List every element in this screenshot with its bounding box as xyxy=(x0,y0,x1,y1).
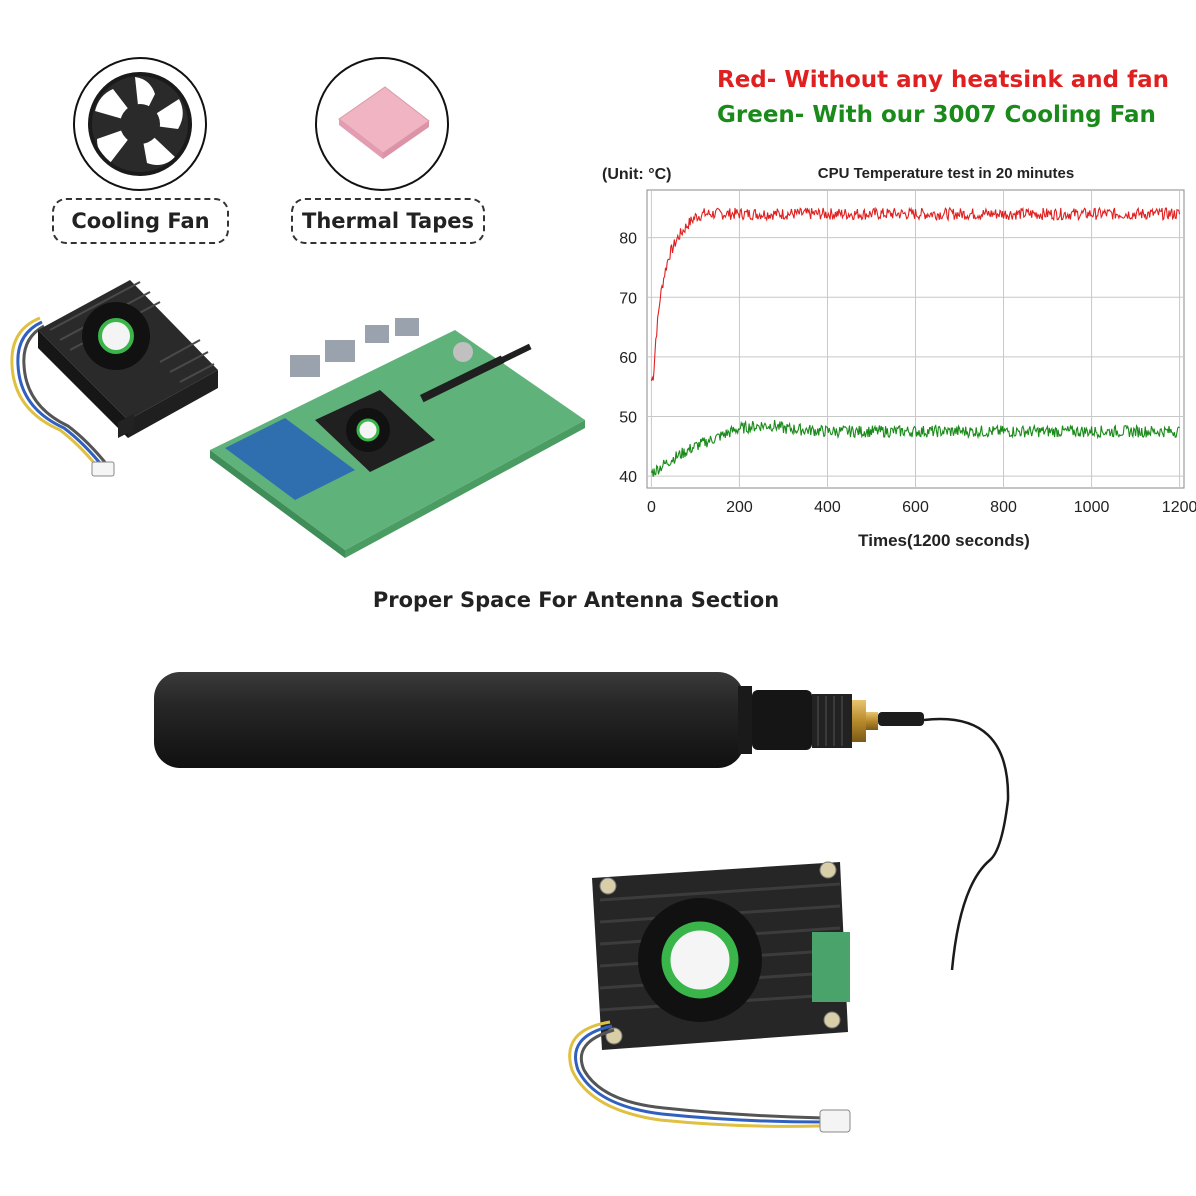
y-tick-label: 50 xyxy=(619,409,637,426)
sma-connector xyxy=(852,700,866,742)
legend-green: Green- With our 3007 Cooling Fan xyxy=(717,102,1156,128)
heatsink-with-fan-illustration xyxy=(10,280,218,477)
series-line-green xyxy=(650,419,1180,477)
series-layer xyxy=(650,206,1181,477)
grid-layer xyxy=(647,190,1184,488)
y-tick-label: 80 xyxy=(619,231,637,248)
cooling-fan-label: Cooling Fan xyxy=(52,198,229,244)
x-tick-label: 400 xyxy=(814,499,841,516)
x-tick-label: 200 xyxy=(726,499,753,516)
fan-icon xyxy=(88,72,192,176)
cooling-fan-circle xyxy=(73,57,207,191)
chart-x-axis-label: Times(1200 seconds) xyxy=(858,531,1030,550)
tick-layer: 0 200 400 600 800 1000 1200 40 50 60 70 80 xyxy=(619,231,1196,516)
thermal-tape-icon xyxy=(338,86,430,159)
antenna-section-title: Proper Space For Antenna Section xyxy=(372,588,780,612)
y-tick-label: 40 xyxy=(619,469,637,486)
y-tick-label: 60 xyxy=(619,350,637,367)
legend-red: Red- Without any heatsink and fan xyxy=(717,67,1170,93)
series-line-red xyxy=(650,206,1181,381)
chart-title: CPU Temperature test in 20 minutes xyxy=(818,165,1074,182)
antenna-and-case-illustration xyxy=(154,672,1010,1133)
antenna-body xyxy=(154,672,744,768)
thermal-tapes-label: Thermal Tapes xyxy=(291,198,485,244)
x-tick-label: 1000 xyxy=(1074,499,1110,516)
x-tick-label: 0 xyxy=(647,499,656,516)
thermal-tapes-circle xyxy=(315,57,449,191)
cpu-temperature-chart: (Unit: °C) CPU Temperature test in 20 mi… xyxy=(602,165,1196,550)
x-tick-label: 600 xyxy=(902,499,929,516)
y-tick-label: 70 xyxy=(619,290,637,307)
x-tick-label: 800 xyxy=(990,499,1017,516)
x-tick-label: 1200 xyxy=(1162,499,1196,516)
pi-board-illustration xyxy=(210,318,585,558)
chart-unit-label: (Unit: °C) xyxy=(602,166,671,183)
